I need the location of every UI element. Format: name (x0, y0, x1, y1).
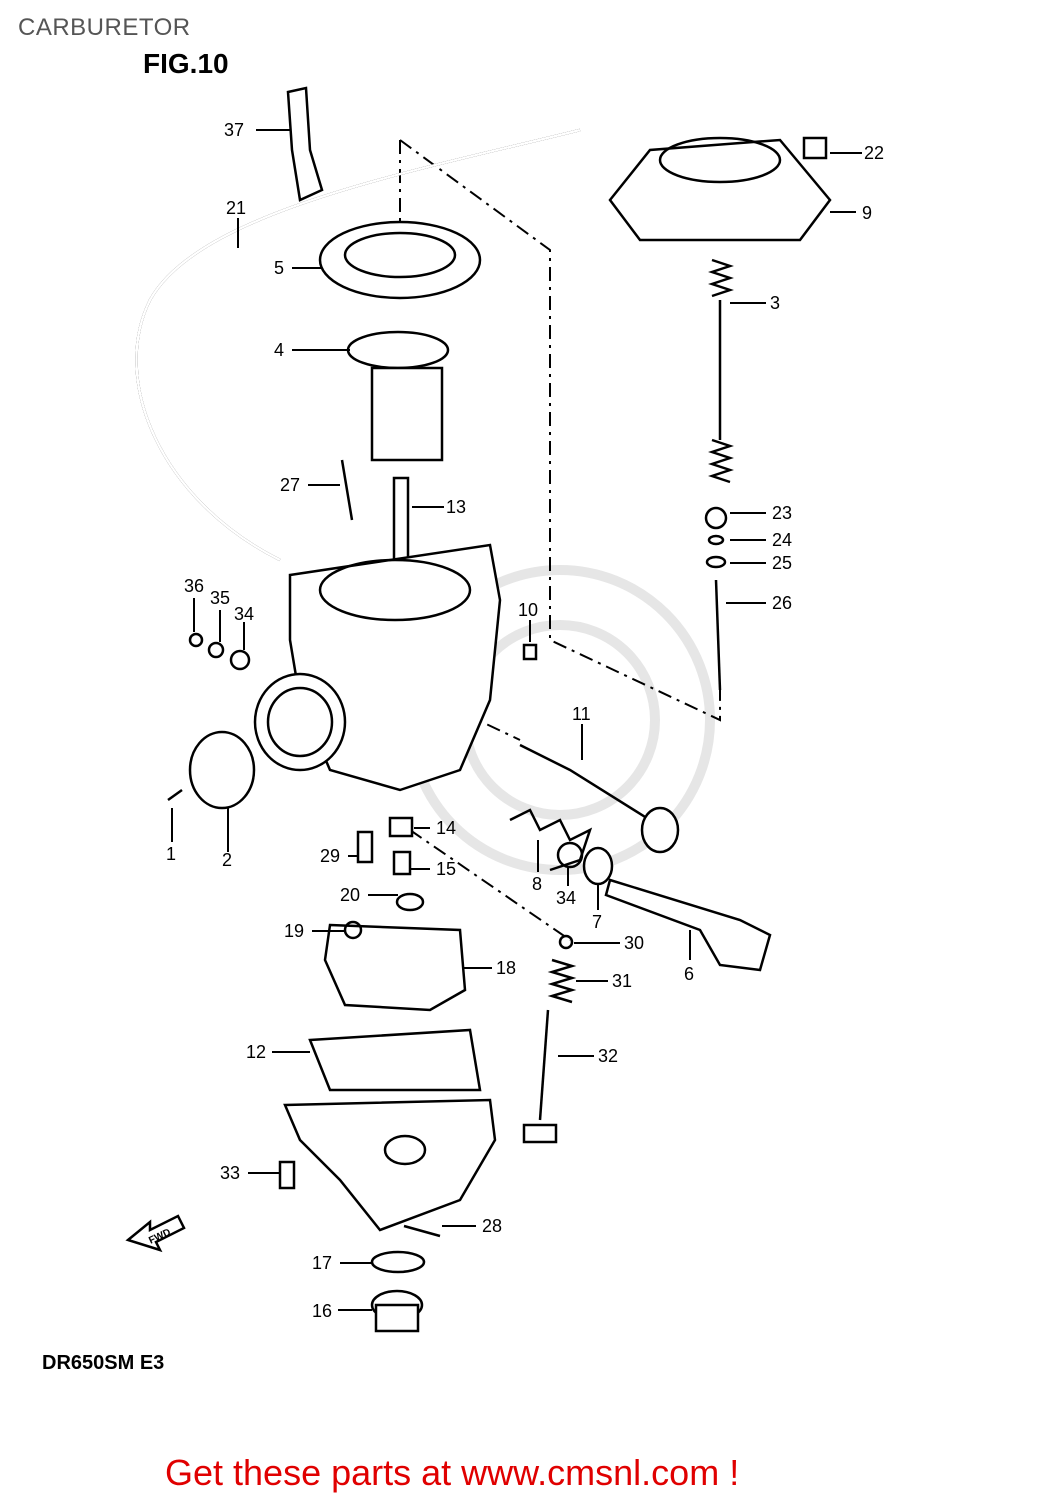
needle-jet (388, 816, 414, 838)
figure-label: FIG.10 (143, 48, 229, 79)
callout-25: 25 (772, 553, 792, 573)
hose-clamp-strap (286, 86, 324, 202)
callout-7: 7 (592, 912, 602, 932)
starter-plunger-cap (640, 806, 680, 854)
float-assembly (323, 920, 467, 1012)
callout-21: 21 (226, 198, 246, 218)
diaphragm (318, 220, 482, 300)
callout-34-b: 34 (234, 604, 254, 624)
callout-27: 27 (280, 475, 300, 495)
callout-34-a: 34 (556, 888, 576, 908)
o-ring (229, 649, 251, 671)
air-jet-screw (340, 459, 354, 521)
callout-4: 4 (274, 340, 284, 360)
callout-35: 35 (210, 588, 230, 608)
cap-screw (802, 136, 828, 160)
callout-30: 30 (624, 933, 644, 953)
callout-19: 19 (284, 921, 304, 941)
callout-20: 20 (340, 885, 360, 905)
forward-arrow-icon: FWD (125, 1214, 186, 1253)
jet-needle (714, 579, 722, 691)
drain-o-ring (370, 1250, 426, 1274)
callout-9: 9 (862, 203, 872, 223)
callout-15: 15 (436, 859, 456, 879)
callout-23: 23 (772, 503, 792, 523)
drain-screw (278, 1160, 296, 1190)
starter-plunger (519, 743, 651, 822)
callout-28: 28 (482, 1216, 502, 1236)
model-code: DR650SM E3 (42, 1352, 165, 1374)
main-jet (392, 850, 412, 876)
carburetor-body (253, 543, 502, 792)
idle-o-ring (558, 934, 574, 950)
callout-13: 13 (446, 497, 466, 517)
cover-screw (167, 788, 183, 802)
drain-plug (370, 1289, 424, 1333)
callout-31: 31 (612, 971, 632, 991)
callout-6: 6 (684, 964, 694, 984)
callout-18: 18 (496, 958, 516, 978)
throttle-stop-screw (522, 1009, 558, 1144)
top-cap (608, 136, 832, 242)
callout-3: 3 (770, 293, 780, 313)
callout-32: 32 (598, 1046, 618, 1066)
plunger-seal (582, 846, 614, 886)
callout-26: 26 (772, 593, 792, 613)
pilot-jet (356, 830, 374, 864)
callout-16: 16 (312, 1301, 332, 1321)
needle-clip (707, 534, 725, 546)
callout-17: 17 (312, 1253, 332, 1273)
callout-24: 24 (772, 530, 792, 550)
circlip (188, 632, 204, 648)
callout-10: 10 (518, 600, 538, 620)
float-chamber-gasket (308, 1028, 482, 1092)
float-chamber (283, 1098, 497, 1232)
callout-37: 37 (224, 120, 244, 140)
piston-valve (346, 330, 450, 462)
callout-labels: 1 2 3 4 5 6 7 8 9 10 11 12 13 14 15 16 1… (166, 120, 884, 1321)
choke-lever (604, 878, 772, 972)
idle-spring (547, 958, 577, 1004)
callout-22: 22 (864, 143, 884, 163)
needle-washer (705, 555, 727, 569)
float-o-ring (395, 892, 425, 912)
page-title: CARBURETOR (18, 14, 191, 41)
callout-leaders (171, 129, 862, 1311)
washer (207, 641, 225, 659)
callout-33: 33 (220, 1163, 240, 1183)
callout-36: 36 (184, 576, 204, 596)
callout-1: 1 (166, 844, 176, 864)
cover-plate (188, 730, 256, 810)
callout-2: 2 (222, 850, 232, 870)
chamber-screw (403, 1224, 441, 1238)
callout-8: 8 (532, 874, 542, 894)
throttle-spring (708, 258, 734, 484)
callout-12: 12 (246, 1042, 266, 1062)
plunger-o-ring (556, 841, 584, 869)
parts-link-banner[interactable]: Get these parts at www.cmsnl.com ! (165, 1452, 740, 1493)
callout-11: 11 (572, 704, 591, 724)
vent-fitting (522, 643, 538, 661)
callout-5: 5 (274, 258, 284, 278)
needle-holder (704, 506, 728, 530)
callout-29: 29 (320, 846, 340, 866)
callout-14: 14 (436, 818, 456, 838)
